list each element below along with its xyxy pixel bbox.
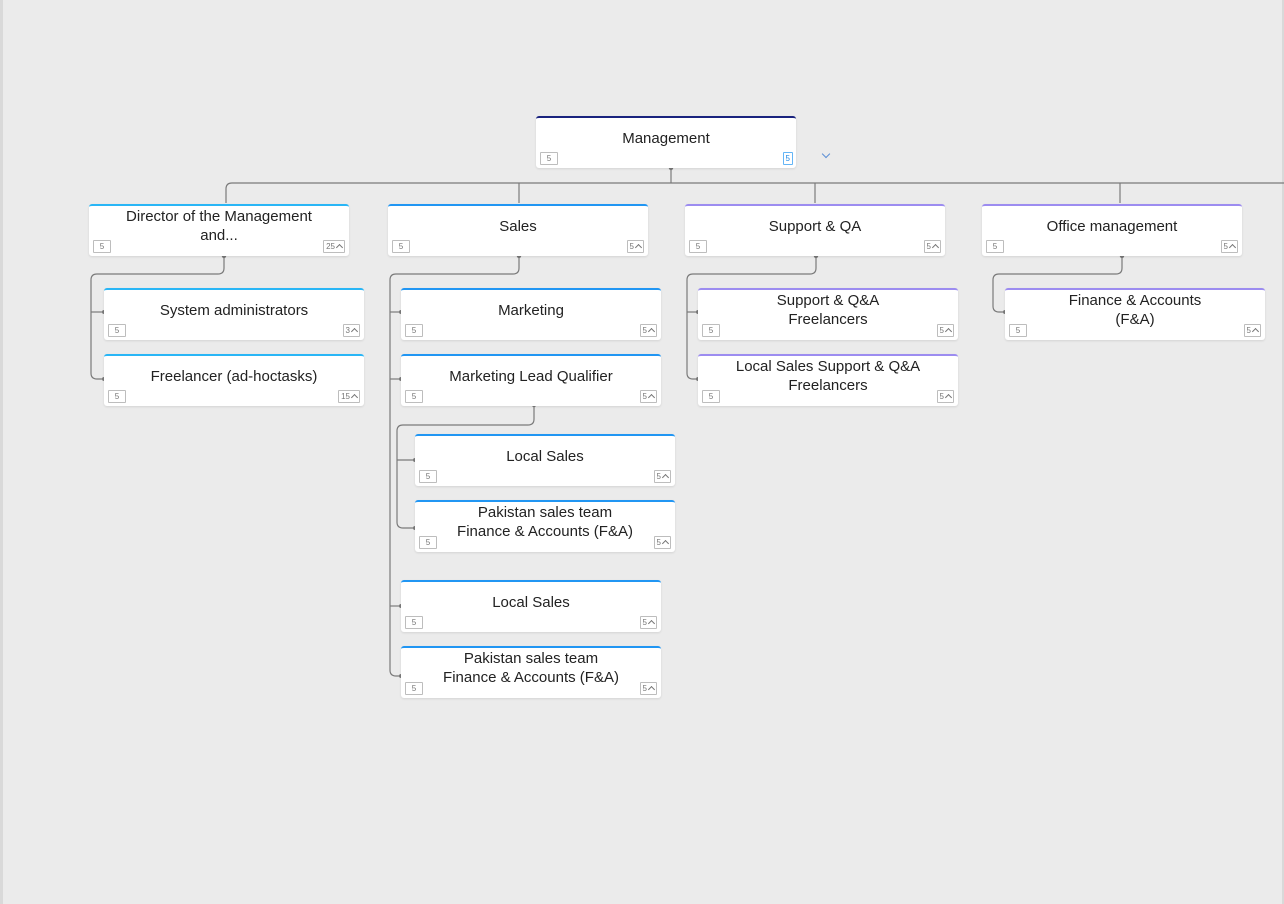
org-node-support-qa[interactable]: Support & QA 5 5 [685, 204, 945, 256]
children-count: 25 [326, 242, 335, 251]
member-count-badge: 5 [689, 240, 707, 253]
member-count-badge: 5 [986, 240, 1004, 253]
children-count: 5 [642, 392, 647, 401]
children-count: 5 [642, 684, 647, 693]
children-count: 5 [656, 472, 661, 481]
member-count-badge: 5 [93, 240, 111, 253]
children-count-badge[interactable]: 5 [1220, 240, 1238, 253]
member-count-badge: 5 [702, 324, 720, 337]
chevron-up-icon [661, 539, 670, 548]
member-count-badge: 5 [540, 152, 558, 165]
chevron-up-icon [944, 393, 953, 402]
children-count-badge[interactable]: 3 [342, 324, 360, 337]
org-node-local-sales-support-qa[interactable]: Local Sales Support & Q&A Freelancers 5 … [698, 354, 958, 406]
children-count-badge[interactable]: 5 [639, 390, 657, 403]
children-count: 5 [1246, 326, 1251, 335]
node-title: Local Sales [492, 593, 570, 611]
member-count-badge: 5 [108, 324, 126, 337]
children-count-badge[interactable]: 5 [639, 616, 657, 629]
org-node-support-qa-freelancers[interactable]: Support & Q&A Freelancers 5 5 [698, 288, 958, 340]
node-title: Management [622, 129, 710, 147]
canvas-right-border [1282, 0, 1284, 904]
node-title: Pakistan sales team Finance & Accounts (… [443, 650, 619, 686]
children-count-badge[interactable]: 5 [782, 152, 793, 165]
children-count-badge[interactable]: 5 [653, 536, 671, 549]
children-count: 5 [785, 154, 790, 163]
node-title: Marketing Lead Qualifier [449, 367, 613, 385]
org-node-freelancer-adhoc[interactable]: Freelancer (ad-hoctasks) 5 15 [104, 354, 364, 406]
member-count-badge: 5 [1009, 324, 1027, 337]
chevron-up-icon [1251, 327, 1260, 336]
member-count-badge: 5 [405, 390, 423, 403]
member-count-badge: 5 [702, 390, 720, 403]
node-title: Finance & Accounts (F&A) [1068, 292, 1202, 328]
children-count-badge[interactable]: 5 [1243, 324, 1261, 337]
children-count-badge[interactable]: 5 [626, 240, 644, 253]
org-node-management[interactable]: Management 5 5 [536, 116, 796, 168]
chevron-up-icon [350, 393, 359, 402]
member-count-badge: 5 [405, 682, 423, 695]
children-count: 3 [345, 326, 350, 335]
canvas-left-border [0, 0, 3, 904]
chevron-up-icon [335, 243, 344, 252]
org-node-local-sales[interactable]: Local Sales 5 5 [401, 580, 661, 632]
children-count-badge[interactable]: 5 [936, 324, 954, 337]
node-title: Support & QA [768, 217, 862, 235]
node-title: Pakistan sales team Finance & Accounts (… [457, 504, 633, 540]
member-count-badge: 5 [419, 470, 437, 483]
node-title: Local Sales [506, 447, 584, 465]
chevron-up-icon [931, 243, 940, 252]
children-count: 5 [642, 618, 647, 627]
children-count-badge[interactable]: 25 [323, 240, 345, 253]
children-count-badge[interactable]: 5 [936, 390, 954, 403]
children-count: 5 [656, 538, 661, 547]
org-node-system-administrators[interactable]: System administrators 5 3 [104, 288, 364, 340]
children-count-badge[interactable]: 5 [639, 324, 657, 337]
org-node-pakistan-sales[interactable]: Pakistan sales team Finance & Accounts (… [401, 646, 661, 698]
org-node-office-management[interactable]: Office management 5 5 [982, 204, 1242, 256]
chevron-up-icon [647, 327, 656, 336]
chevron-up-icon [647, 393, 656, 402]
org-node-pakistan-sales-nested[interactable]: Pakistan sales team Finance & Accounts (… [415, 500, 675, 552]
member-count-badge: 5 [419, 536, 437, 549]
member-count-badge: 5 [392, 240, 410, 253]
node-title: Sales [499, 217, 537, 235]
org-node-director[interactable]: Director of the Management and... 5 25 [89, 204, 349, 256]
node-title: System administrators [159, 301, 309, 319]
children-count: 5 [926, 242, 931, 251]
chevron-up-icon [647, 619, 656, 628]
org-node-sales[interactable]: Sales 5 5 [388, 204, 648, 256]
org-node-marketing-lead-qualifier[interactable]: Marketing Lead Qualifier 5 5 [401, 354, 661, 406]
chevron-up-icon [1228, 243, 1237, 252]
member-count-badge: 5 [405, 616, 423, 629]
children-count: 5 [642, 326, 647, 335]
children-count-badge[interactable]: 5 [639, 682, 657, 695]
org-node-finance-accounts[interactable]: Finance & Accounts (F&A) 5 5 [1005, 288, 1265, 340]
node-title: Freelancer (ad-hoctasks) [150, 367, 318, 385]
org-node-marketing[interactable]: Marketing 5 5 [401, 288, 661, 340]
org-node-local-sales-nested[interactable]: Local Sales 5 5 [415, 434, 675, 486]
children-count-badge[interactable]: 5 [653, 470, 671, 483]
chevron-up-icon [661, 473, 670, 482]
children-count-badge[interactable]: 5 [923, 240, 941, 253]
member-count-badge: 5 [108, 390, 126, 403]
chevron-up-icon [350, 327, 359, 336]
children-count-badge[interactable]: 15 [338, 390, 360, 403]
node-title: Support & Q&A Freelancers [776, 292, 880, 328]
node-title: Director of the Management and... [126, 208, 312, 244]
children-count: 5 [1223, 242, 1228, 251]
children-count: 5 [629, 242, 634, 251]
children-count: 5 [939, 326, 944, 335]
node-title: Local Sales Support & Q&A Freelancers [735, 358, 921, 394]
member-count-badge: 5 [405, 324, 423, 337]
chevron-up-icon [944, 327, 953, 336]
chevron-up-icon [647, 685, 656, 694]
node-title: Marketing [498, 301, 564, 319]
chevron-down-icon[interactable] [821, 149, 831, 161]
chevron-up-icon [634, 243, 643, 252]
node-title: Office management [1046, 217, 1178, 235]
children-count: 5 [939, 392, 944, 401]
children-count: 15 [341, 392, 350, 401]
